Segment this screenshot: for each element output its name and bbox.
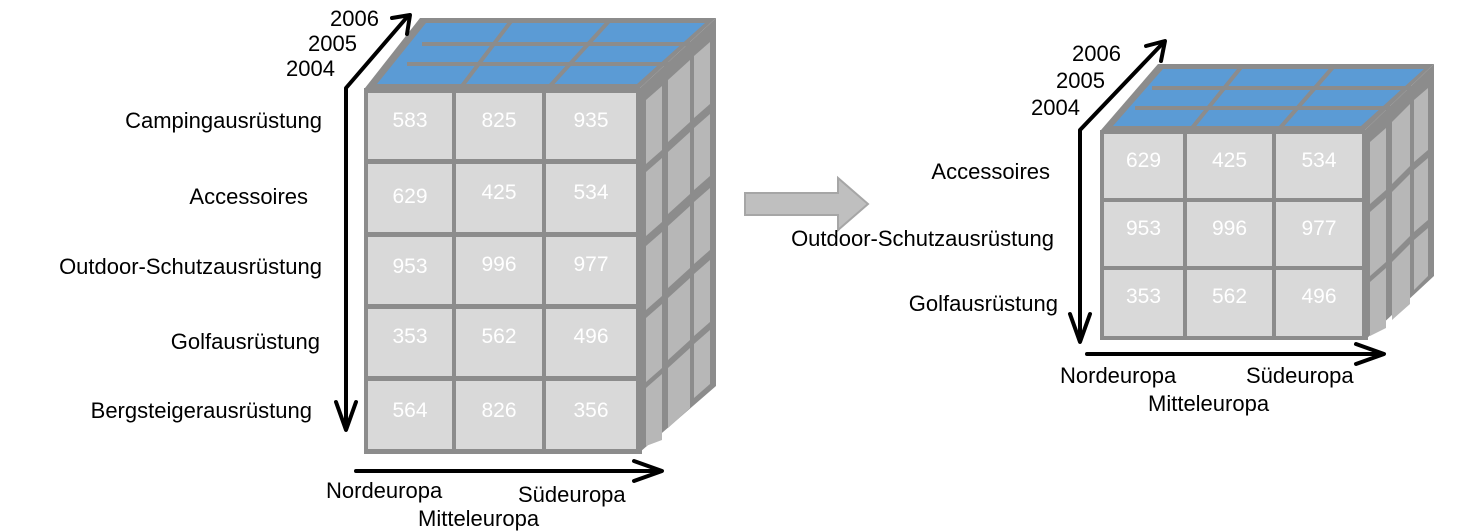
transition-arrow: [744, 175, 870, 233]
left-year-label-2004: 2004: [286, 56, 335, 81]
right-cell-r2-c1: 953: [1104, 202, 1183, 266]
right-col-label-nordeuropa: Nordeuropa: [1060, 363, 1177, 388]
left-col-label-suedeuropa: Südeuropa: [518, 482, 626, 507]
right-cell-r2-c2: 996: [1187, 202, 1272, 266]
right-vertical-axis-arrow: [1078, 41, 1165, 342]
right-cell-r3-c2: 562: [1187, 270, 1272, 336]
right-cell-r2-c3: 977: [1276, 202, 1362, 266]
left-cell-r3-c2: 996: [456, 237, 542, 304]
right-cell-r1-c1: 629: [1104, 134, 1183, 198]
left-col-label-mitteleuropa: Mitteleuropa: [418, 506, 540, 531]
left-cube-top-cells: [377, 23, 705, 84]
left-col-label-nordeuropa: Nordeuropa: [326, 478, 443, 503]
left-cell-r1-c1: 583: [368, 93, 452, 159]
right-cell-r1-c3: 534: [1276, 134, 1362, 198]
left-vertical-axis-arrow: [344, 14, 410, 430]
left-row-label-bergsteiger: Bergsteigerausrüstung: [90, 398, 312, 423]
left-row-label-accessoires: Accessoires: [189, 184, 308, 209]
left-vertical-arrowhead: [334, 400, 358, 432]
left-row-label-outdoor: Outdoor-Schutzausrüstung: [59, 254, 322, 279]
left-cell-r1-c3: 935: [546, 93, 636, 159]
left-cell-r2-c1: 629: [368, 164, 452, 232]
left-year-label-2005: 2005: [308, 31, 357, 56]
left-cell-r5-c3: 356: [546, 381, 636, 449]
right-cell-r3-c3: 496: [1276, 270, 1362, 336]
left-cell-r3-c3: 977: [546, 237, 636, 304]
right-depth-arrowhead: [1144, 39, 1167, 63]
right-col-label-suedeuropa: Südeuropa: [1246, 363, 1354, 388]
left-cell-r3-c1: 953: [368, 237, 452, 304]
left-cell-r5-c1: 564: [368, 381, 452, 449]
right-year-label-2004: 2004: [1031, 95, 1080, 120]
left-cell-r1-c2: 825: [456, 93, 542, 159]
left-row-label-camping: Campingausrüstung: [125, 108, 322, 133]
left-cell-r5-c2: 826: [456, 381, 542, 449]
right-horizontal-arrowhead: [1354, 342, 1386, 366]
right-year-label-2005: 2005: [1056, 68, 1105, 93]
right-cell-r1-c2: 425: [1187, 134, 1272, 198]
left-cell-r4-c1: 353: [368, 309, 452, 376]
left-year-label-2006: 2006: [330, 6, 379, 31]
right-year-label-2006: 2006: [1072, 41, 1121, 66]
left-cell-r2-c2: 425: [456, 164, 542, 232]
left-horizontal-arrowhead: [632, 459, 664, 483]
right-cube-top-cells: [1113, 69, 1424, 126]
left-cell-r4-c3: 496: [546, 309, 636, 376]
left-row-label-golf: Golfausrüstung: [170, 329, 320, 354]
right-vertical-arrowhead: [1068, 312, 1092, 344]
left-cell-r4-c2: 562: [456, 309, 542, 376]
right-row-label-accessoires: Accessoires: [931, 159, 1050, 184]
right-row-label-outdoor: Outdoor-Schutzausrüstung: [791, 226, 1054, 251]
right-row-label-golf: Golfausrüstung: [908, 291, 1058, 316]
left-cell-r2-c3: 534: [546, 164, 636, 232]
right-col-label-mitteleuropa: Mitteleuropa: [1148, 391, 1270, 416]
left-depth-arrowhead: [390, 13, 412, 36]
right-cell-r3-c1: 353: [1104, 270, 1183, 336]
